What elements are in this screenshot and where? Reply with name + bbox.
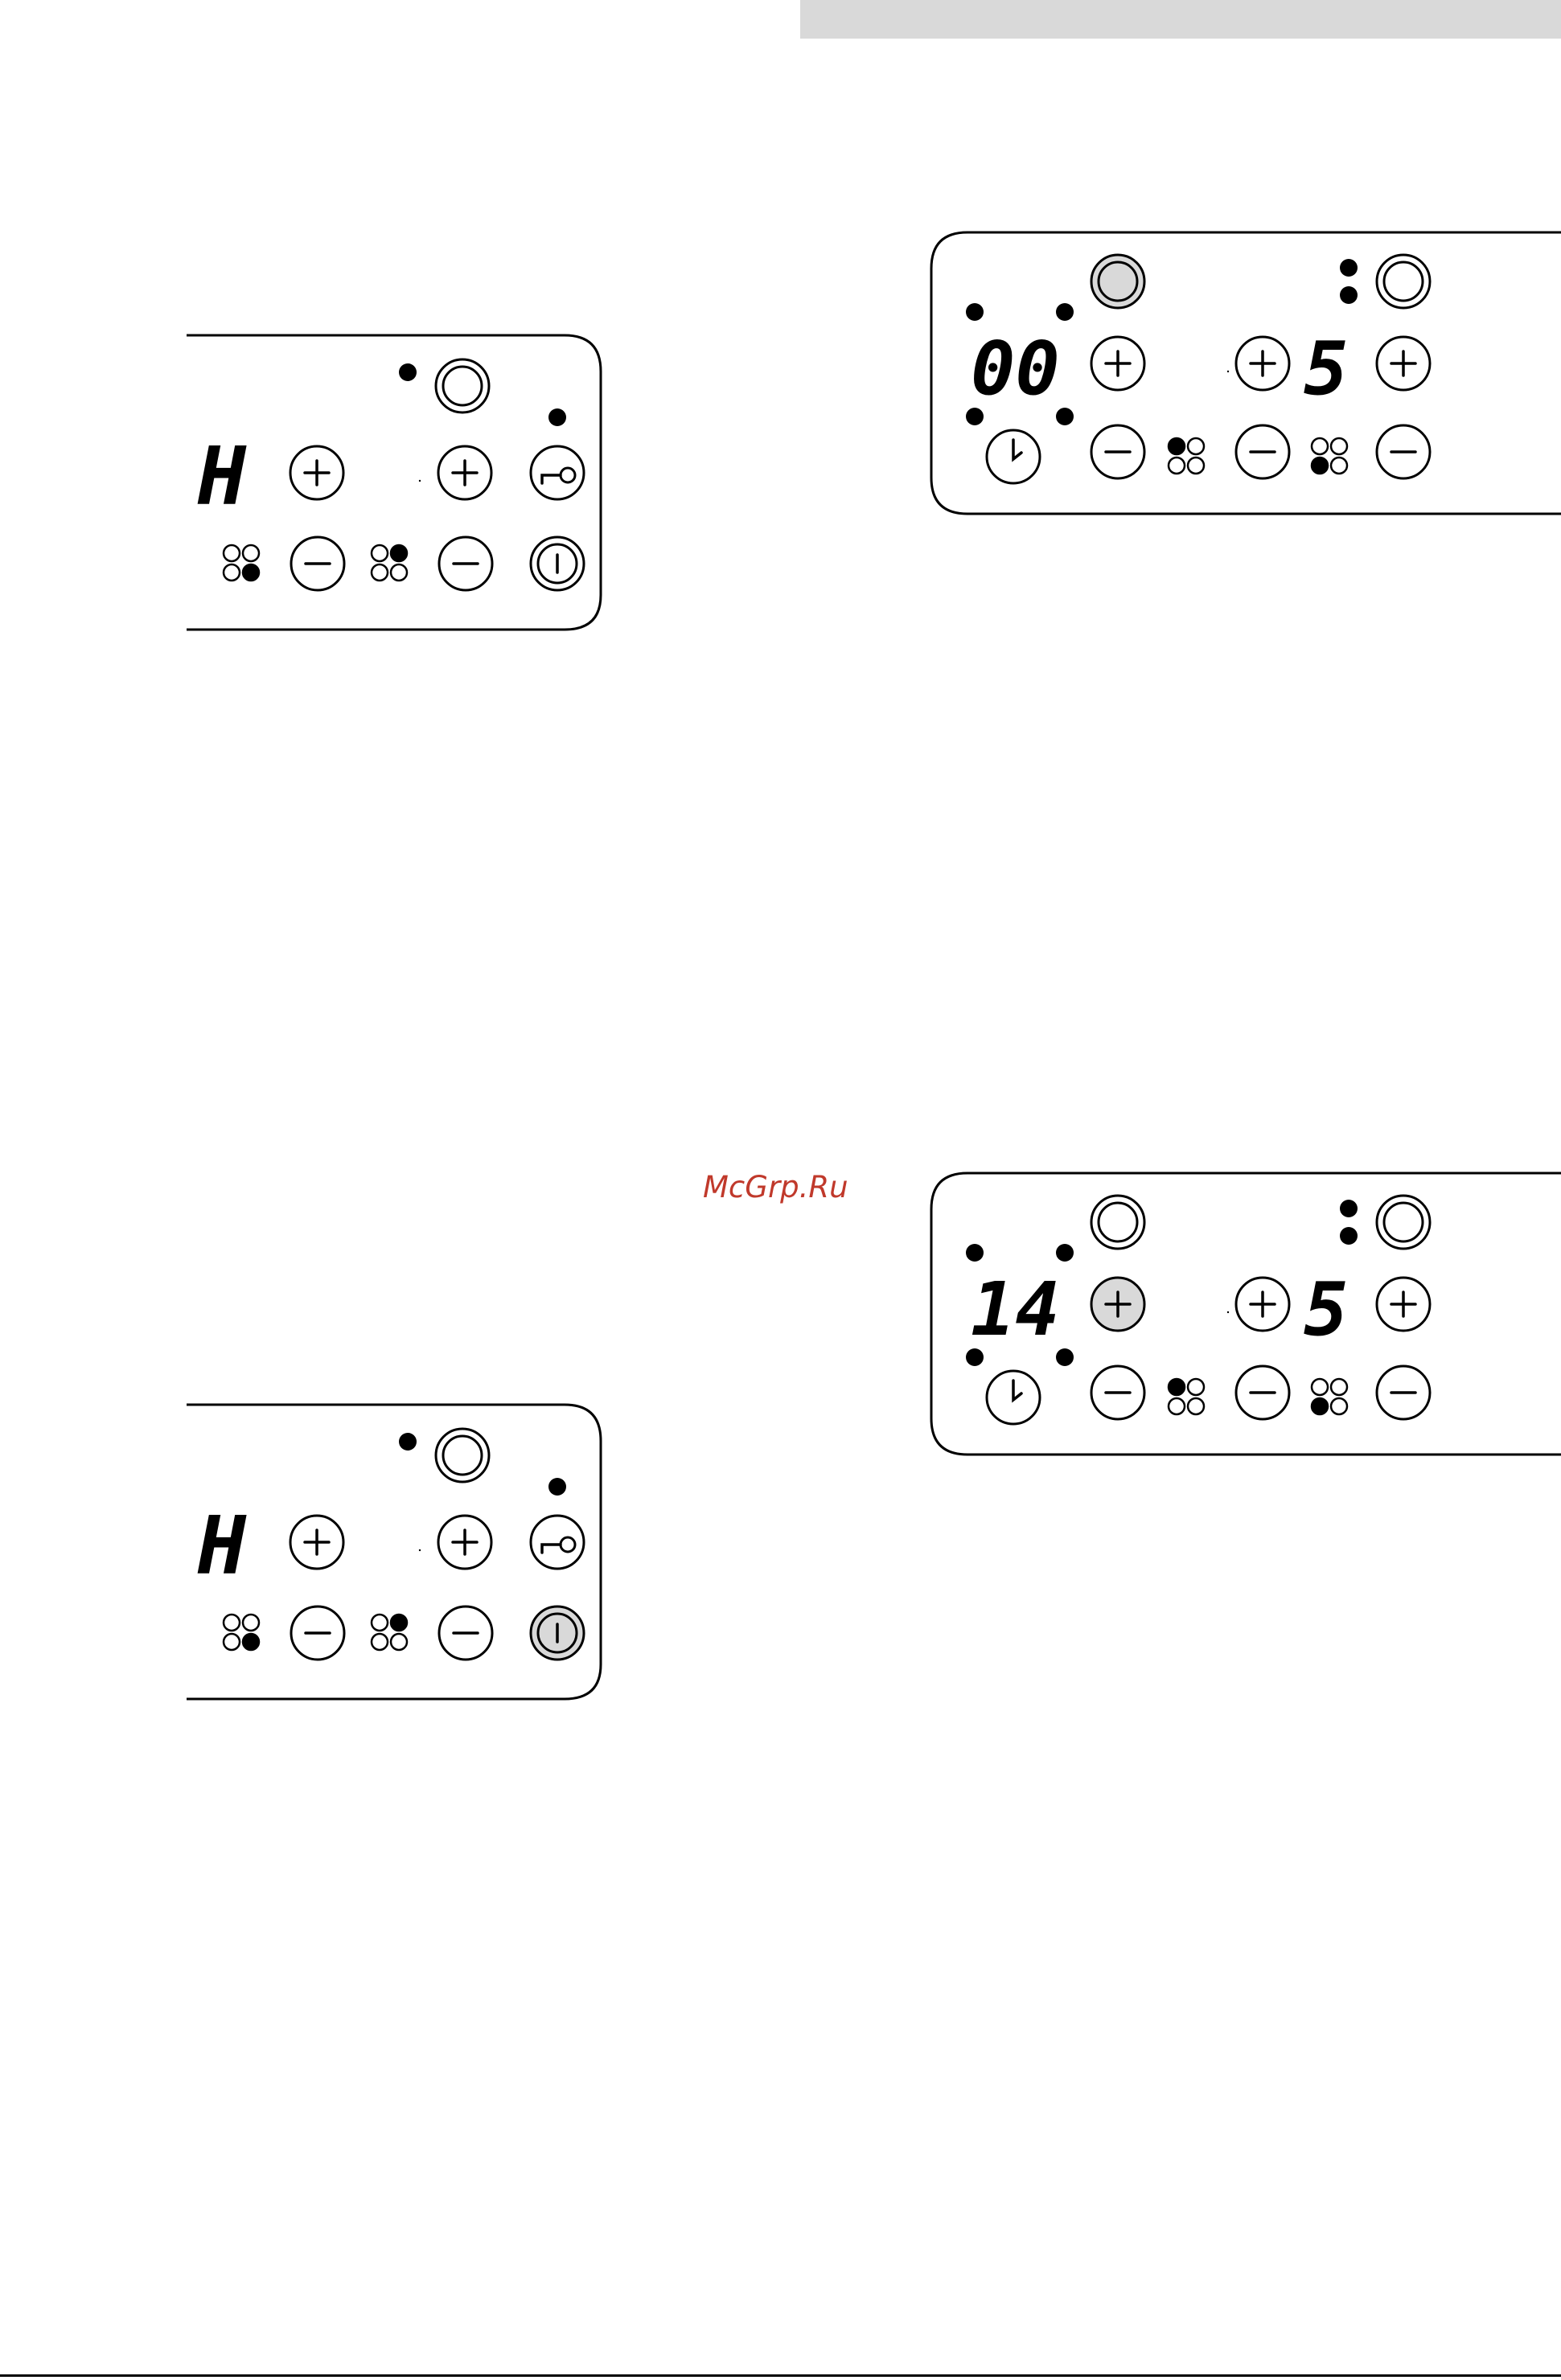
zone-left-plus-button[interactable] (290, 1516, 343, 1569)
zone-2-minus-button[interactable] (1377, 425, 1430, 478)
header-band (800, 0, 1561, 39)
zone-display: H (197, 1499, 247, 1593)
control-panel-a: H (187, 334, 605, 631)
zone-right-minus-button[interactable] (439, 1606, 492, 1660)
indicator-led (1340, 1227, 1358, 1245)
separator-dot (1227, 371, 1229, 372)
zone-right-plus-button[interactable] (438, 1516, 491, 1569)
key-lock-button[interactable] (531, 1516, 584, 1569)
key-lock-button[interactable] (531, 446, 584, 499)
timer-plus-button[interactable] (1091, 1278, 1144, 1331)
timer-select-button[interactable] (1091, 255, 1144, 308)
timer-button[interactable] (987, 430, 1040, 483)
indicator-led (1056, 1244, 1074, 1262)
timer-minus-button[interactable] (1091, 1366, 1144, 1419)
zone-indicator-icon (1312, 438, 1347, 474)
zone-indicator-icon (372, 1615, 407, 1650)
zone-indicator-icon (224, 545, 259, 581)
zone-select-button[interactable] (1377, 255, 1430, 308)
zone-left-minus-button[interactable] (291, 1606, 344, 1660)
separator-dot (419, 480, 421, 482)
zone-indicator-icon (1169, 438, 1204, 474)
zone-left-minus-button[interactable] (291, 537, 344, 590)
zone-2-plus-button[interactable] (1377, 337, 1430, 390)
control-panel-d: 14 5 (929, 1170, 1561, 1459)
zone-plus-button[interactable] (1236, 337, 1289, 390)
indicator-led (1340, 259, 1358, 277)
indicator-led (1340, 286, 1358, 304)
control-panel-b: H (187, 1403, 605, 1701)
zone-minus-button[interactable] (1236, 425, 1289, 478)
timer-display: 00 (971, 326, 1060, 412)
timer-select-button[interactable] (1091, 1196, 1144, 1249)
separator-dot (419, 1549, 421, 1551)
watermark-text: McGrp.Ru (703, 1170, 880, 1215)
zone-indicator-icon (1312, 1379, 1347, 1414)
power-button[interactable] (531, 537, 584, 590)
zone-display: H (197, 429, 247, 523)
indicator-led (1340, 1200, 1358, 1217)
zone-select-button[interactable] (1377, 1196, 1430, 1249)
timer-display: 14 (971, 1266, 1060, 1352)
zone-plus-button[interactable] (1236, 1278, 1289, 1331)
indicator-led (548, 1478, 566, 1496)
indicator-led (399, 1433, 417, 1451)
zone-power-display: 5 (1304, 1266, 1348, 1352)
timer-plus-button[interactable] (1091, 337, 1144, 390)
zone-indicator-icon (224, 1615, 259, 1650)
indicator-led (966, 303, 984, 321)
indicator-led (399, 363, 417, 381)
zone-power-display: 5 (1304, 326, 1348, 412)
power-button[interactable] (531, 1606, 584, 1660)
zone-select-button[interactable] (436, 359, 489, 412)
zone-indicator-icon (1169, 1379, 1204, 1414)
control-panel-c: 00 5 (929, 229, 1561, 519)
timer-button[interactable] (987, 1371, 1040, 1424)
zone-right-plus-button[interactable] (438, 446, 491, 499)
zone-2-plus-button[interactable] (1377, 1278, 1430, 1331)
zone-minus-button[interactable] (1236, 1366, 1289, 1419)
page-bottom-rule (0, 2374, 1561, 2377)
indicator-led (966, 1244, 984, 1262)
separator-dot (1227, 1311, 1229, 1313)
timer-minus-button[interactable] (1091, 425, 1144, 478)
indicator-led (1056, 303, 1074, 321)
zone-right-minus-button[interactable] (439, 537, 492, 590)
zone-indicator-icon (372, 545, 407, 581)
indicator-led (548, 408, 566, 426)
zone-select-button[interactable] (436, 1429, 489, 1482)
zone-left-plus-button[interactable] (290, 446, 343, 499)
zone-2-minus-button[interactable] (1377, 1366, 1430, 1419)
